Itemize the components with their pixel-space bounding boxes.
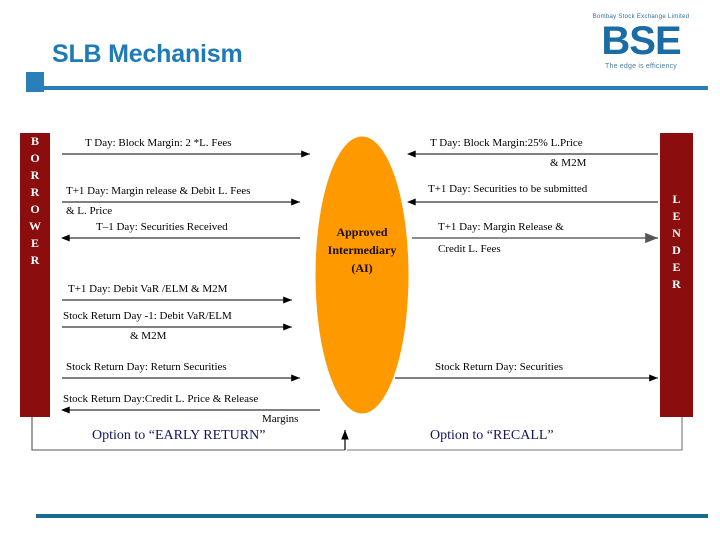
- borrower-letter-b: B: [30, 134, 39, 148]
- recall-loop: [347, 417, 683, 451]
- flow-label-right-1: T Day: Block Margin:25% L.Price: [430, 137, 583, 149]
- ai-line-3: (AI): [351, 261, 373, 275]
- right-arrows: [395, 150, 658, 382]
- flow-label-left-3: & L. Price: [66, 205, 113, 217]
- page-title: SLB Mechanism: [52, 40, 243, 68]
- flow-label-left-4: T–1 Day: Securities Received: [96, 221, 228, 233]
- early-return-loop: [31, 417, 349, 451]
- flow-label-right-4: T+1 Day: Margin Release &: [438, 221, 564, 233]
- lender-letter-d: D: [672, 243, 681, 257]
- borrower-letter-o2: O: [30, 202, 40, 216]
- borrower-letter-r3: R: [30, 253, 40, 267]
- flow-label-left-7: & M2M: [130, 330, 167, 342]
- option-early-return-label: Option to “EARLY RETURN”: [92, 428, 266, 443]
- flow-label-left-2: T+1 Day: Margin release & Debit L. Fees: [66, 185, 251, 197]
- footer-divider: [36, 514, 708, 518]
- diagram-connectors: [31, 150, 683, 451]
- logo-tagline: The edge is efficiency: [605, 63, 677, 70]
- left-arrows: [60, 150, 320, 414]
- title-divider: [36, 86, 708, 90]
- lender-letter-e2: E: [672, 260, 681, 274]
- flow-label-right-5: Credit L. Fees: [438, 243, 501, 255]
- ai-line-1: Approved: [336, 225, 388, 239]
- flow-label-left-8: Stock Return Day: Return Securities: [66, 361, 227, 373]
- flow-label-right-3: T+1 Day: Securities to be submitted: [428, 183, 588, 195]
- borrower-letter-r2: R: [30, 185, 40, 199]
- lender-letter-r: R: [672, 277, 681, 291]
- flow-label-right-6: Stock Return Day: Securities: [435, 361, 564, 373]
- logo-company-name: Bombay Stock Exchange Limited: [592, 14, 690, 20]
- flow-label-left-5: T+1 Day: Debit VaR /ELM & M2M: [68, 283, 228, 295]
- ai-node-label: Approved Intermediary (AI): [302, 223, 422, 277]
- flow-label-left-1: T Day: Block Margin: 2 *L. Fees: [85, 137, 232, 149]
- flow-label-left-6: Stock Return Day -1: Debit VaR/ELM: [63, 310, 232, 322]
- borrower-letter-o: O: [30, 151, 40, 165]
- flow-label-left-10: Margins: [262, 413, 299, 425]
- lender-letter-e: E: [672, 209, 681, 223]
- borrower-letter-r1: R: [30, 168, 40, 182]
- ai-line-2: Intermediary: [327, 243, 397, 257]
- lender-letter-l: L: [672, 192, 681, 206]
- option-recall-label: Option to “RECALL”: [430, 428, 554, 443]
- bse-logo: Bombay Stock Exchange Limited BSE The ed…: [578, 14, 704, 80]
- lender-letter-n: N: [672, 226, 681, 240]
- borrower-letter-w: W: [29, 219, 41, 233]
- logo-mark-text: BSE: [601, 19, 681, 63]
- flow-label-left-9: Stock Return Day:Credit L. Price & Relea…: [63, 393, 259, 405]
- borrower-letter-e: E: [30, 236, 39, 250]
- flow-label-right-2: & M2M: [550, 157, 587, 169]
